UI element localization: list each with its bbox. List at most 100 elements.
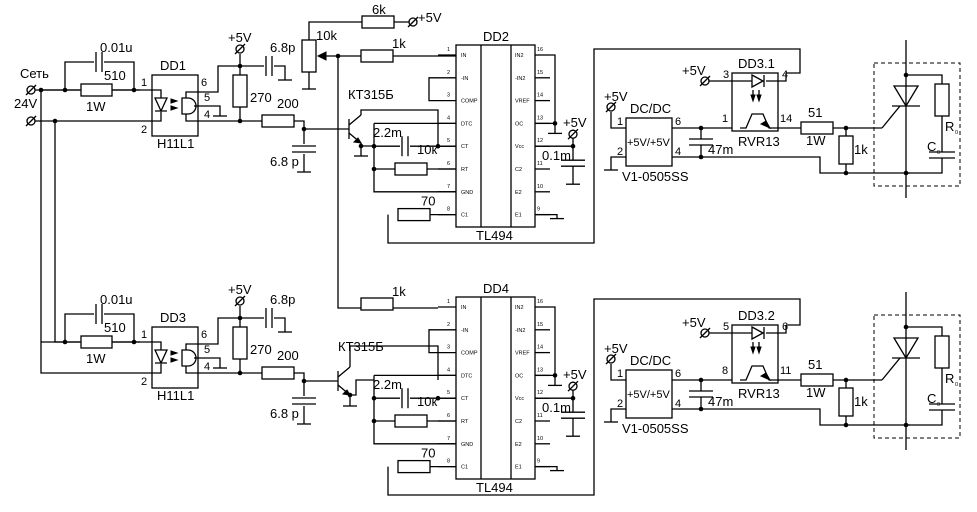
pin-number: 8	[447, 459, 450, 465]
wire	[185, 91, 198, 122]
capacitor-icon	[292, 397, 316, 405]
opto-ref-label: DD1	[160, 58, 186, 73]
opto-pin-label: 2	[141, 124, 147, 136]
junction-dot	[131, 339, 137, 345]
opto-pin-label: 1	[141, 77, 147, 89]
pwm-ref-label: DD2	[483, 29, 509, 44]
pin-number: 2	[447, 70, 450, 76]
dcdc-pin-label: 4	[675, 146, 681, 158]
snubber-sub-label: 0	[955, 130, 958, 136]
thyristor-icon	[892, 85, 920, 108]
res-gk-label: 1k	[854, 142, 868, 157]
pin-name: -IN	[461, 328, 468, 334]
pin-number: 5	[447, 390, 450, 396]
res-gate-label: 51	[808, 105, 822, 120]
pin-name: DTC	[461, 373, 472, 379]
pin-number: 13	[537, 115, 543, 121]
pin-number: 6	[447, 161, 450, 167]
pin-number: 15	[537, 322, 543, 328]
resistor-icon	[232, 326, 248, 360]
capacitor-icon	[561, 159, 585, 167]
opto-pin-label: 5	[204, 92, 210, 104]
junction-dot	[435, 143, 441, 149]
pin-name: E2	[515, 190, 522, 196]
pin-number: 14	[537, 345, 543, 351]
relay-transistor-icon	[759, 120, 772, 130]
res-rt-label: 10к	[417, 142, 437, 157]
pin-name: -IN	[461, 76, 468, 82]
resistor-icon	[397, 459, 431, 474]
wire	[198, 317, 262, 374]
optocoupler-box	[151, 326, 199, 389]
opto-pin-label: 2	[141, 376, 147, 388]
capacitor-icon	[265, 308, 273, 328]
pin-number: 16	[537, 299, 543, 305]
pin-number: 9	[537, 207, 540, 213]
resistor-icon	[80, 83, 113, 97]
thyristor-module	[873, 62, 961, 187]
pin-name: DTC	[461, 121, 472, 127]
resistor-icon	[838, 387, 854, 417]
cap-dcdc-label: 47m	[708, 142, 733, 157]
terminal-icon	[234, 43, 246, 55]
supply-label: +5V	[682, 63, 706, 78]
supply-label: +5V	[563, 367, 587, 382]
pin-name: C1	[461, 213, 468, 219]
dcdc-box	[625, 117, 673, 167]
snubber-c-label: C	[927, 391, 936, 406]
pin-name: C2	[515, 167, 522, 173]
dcdc-title-label: DC/DC	[630, 353, 671, 368]
wire	[428, 77, 438, 102]
pin-number: 7	[447, 184, 450, 190]
pin-name: Vcc	[515, 396, 524, 402]
pin-number: 11	[537, 413, 543, 419]
pin-name: OC	[515, 121, 523, 127]
pin-name: IN2	[515, 305, 524, 311]
relay-pin-label: 5	[723, 321, 729, 333]
pin-number: 6	[447, 413, 450, 419]
pin-name: CT	[461, 396, 469, 402]
wire	[387, 298, 801, 496]
terminal-icon	[25, 115, 37, 127]
cap-out-label: 6.8p	[270, 292, 295, 307]
dcdc-part-label: V1-0505SS	[622, 169, 689, 184]
resistor-icon	[394, 162, 428, 176]
dcdc-pin-label: 1	[617, 368, 623, 380]
npn-transistor-icon	[337, 366, 351, 396]
terminal-icon	[407, 16, 419, 28]
wire	[752, 342, 760, 348]
wire	[881, 357, 901, 381]
wire	[64, 61, 135, 90]
junction-dot	[843, 170, 849, 176]
relay-pin-label: 14	[780, 113, 792, 125]
res-top-label: 6k	[372, 2, 386, 17]
pin-name: COMP	[461, 351, 478, 357]
tl494-chip	[455, 296, 536, 480]
resistor-icon	[360, 297, 394, 311]
cap-dcdc-label: 47m	[708, 394, 733, 409]
resistor-icon	[361, 15, 395, 29]
supply-label: +5V	[228, 30, 252, 45]
dcdc-pin-label: 4	[675, 398, 681, 410]
terminal-icon	[605, 353, 617, 365]
pullup-label: 270	[250, 342, 272, 357]
supply-label: +5V	[563, 115, 587, 130]
res-gate-power-label: 1W	[806, 133, 826, 148]
relay-led-icon	[751, 73, 765, 89]
wire	[752, 90, 760, 96]
relay-led-icon	[751, 325, 765, 341]
supply-label: +5V	[228, 282, 252, 297]
pin-number: 16	[537, 47, 543, 53]
junction-dot	[62, 87, 68, 93]
supply-label: +5V	[604, 89, 628, 104]
wire	[672, 127, 910, 174]
wire	[535, 213, 558, 219]
resistor-icon	[394, 414, 428, 428]
pwm-ref-label: DD4	[483, 281, 509, 296]
res-in1-label: 1k	[392, 284, 406, 299]
wire	[294, 120, 305, 172]
pin-number: 15	[537, 70, 543, 76]
pin-number: 8	[447, 207, 450, 213]
wiper-arrow-icon	[316, 51, 327, 61]
wire	[535, 465, 558, 471]
